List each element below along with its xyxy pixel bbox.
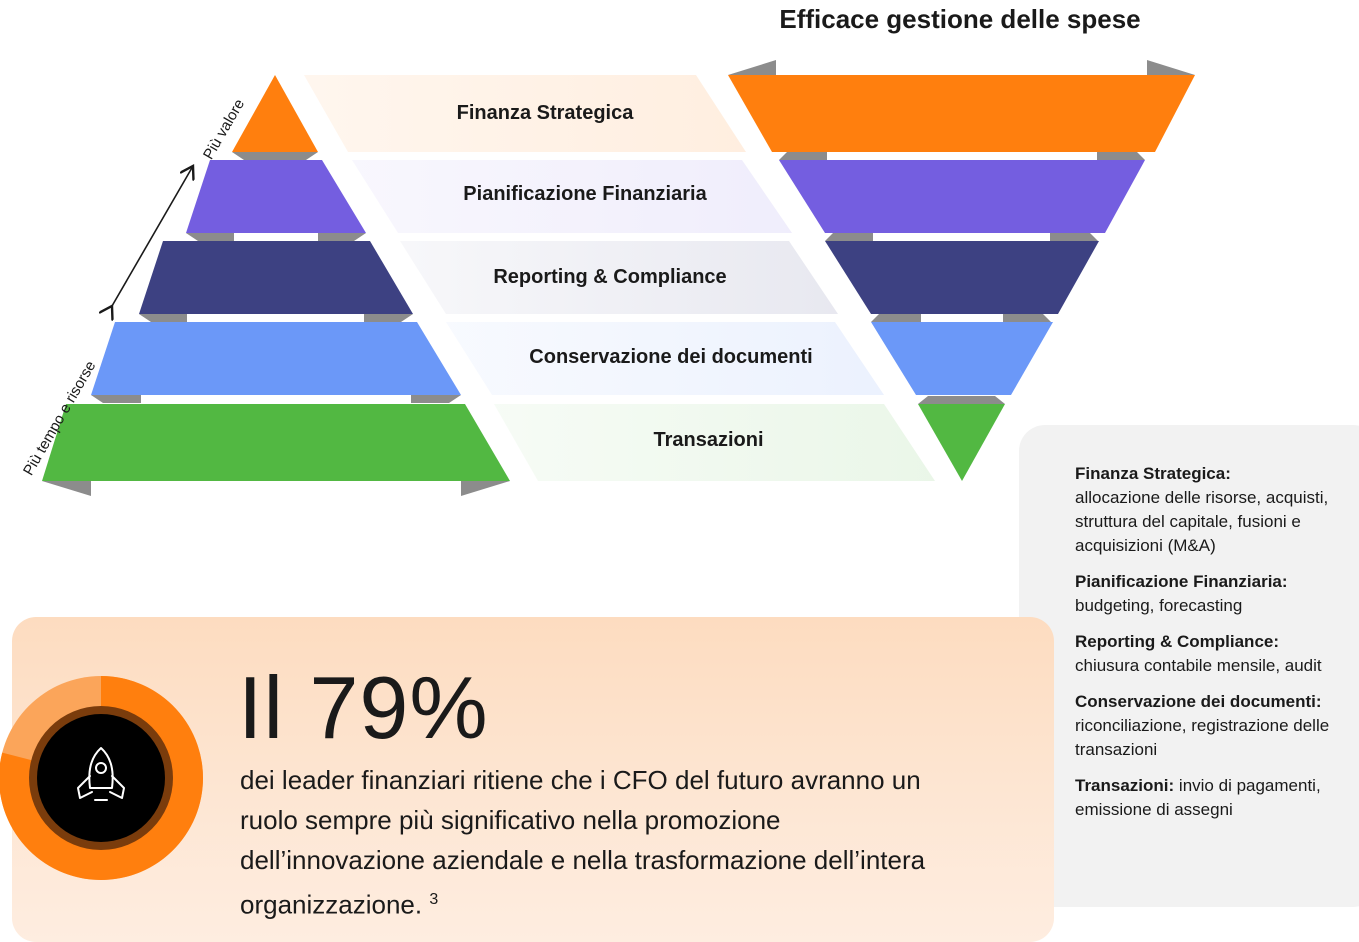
- funnel-level-reporting: [825, 241, 1099, 314]
- footnote-marker: 3: [429, 891, 439, 908]
- level-label-pianificazione: Pianificazione Finanziaria: [463, 183, 707, 205]
- rocket-icon: [77, 747, 125, 801]
- legend-item: Pianificazione Finanziaria:budgeting, fo…: [1075, 572, 1288, 615]
- left-pyramid: [42, 75, 510, 481]
- stat-donut: [0, 676, 203, 880]
- level-label-finanza-strategica: Finanza Strategica: [456, 102, 634, 124]
- funnel-level-conservazione: [871, 322, 1053, 395]
- pyramid-level-conservazione: [91, 322, 461, 395]
- middle-band-conservazione: [446, 322, 884, 395]
- level-label-conservazione: Conservazione dei documenti: [529, 346, 813, 368]
- stat-description: dei leader finanziari ritiene che i CFO …: [240, 765, 926, 920]
- funnel-level-transazioni: [918, 404, 1005, 481]
- funnel-level-pianificazione: [779, 160, 1145, 233]
- funnel-level-finanza-strategica: [728, 75, 1195, 152]
- donut-center: [37, 714, 165, 842]
- pyramid-level-transazioni: [42, 404, 510, 481]
- legend-panel: [1019, 425, 1359, 907]
- middle-band-transazioni: [494, 404, 935, 481]
- legend-item: Conservazione dei documenti: riconciliaz…: [1075, 692, 1330, 759]
- legend-item: Transazioni: invio di pagamenti, emissio…: [1075, 776, 1321, 819]
- middle-band-finanza-strategica: [304, 75, 746, 152]
- pyramid-connectors: [42, 60, 1195, 496]
- level-label-reporting: Reporting & Compliance: [493, 266, 727, 288]
- pyramid-level-reporting: [139, 241, 413, 314]
- legend-list: Finanza Strategica:allocazione delle ris…: [1075, 462, 1355, 834]
- middle-band-reporting: [400, 241, 838, 314]
- pyramid-level-pianificazione: [186, 160, 366, 233]
- legend-item: Finanza Strategica:allocazione delle ris…: [1075, 464, 1329, 555]
- middle-bands: [304, 75, 935, 481]
- stat-number: Il 79%: [238, 658, 489, 757]
- right-inverted-pyramid: [728, 75, 1195, 481]
- value-effort-arrow: [112, 166, 193, 306]
- page-title: Efficace gestione delle spese: [779, 4, 1141, 34]
- level-label-transazioni: Transazioni: [653, 429, 764, 451]
- legend-item: Reporting & Compliance:chiusura contabil…: [1075, 632, 1322, 675]
- middle-band-pianificazione: [352, 160, 792, 233]
- pyramid-level-finanza-strategica: [232, 75, 318, 152]
